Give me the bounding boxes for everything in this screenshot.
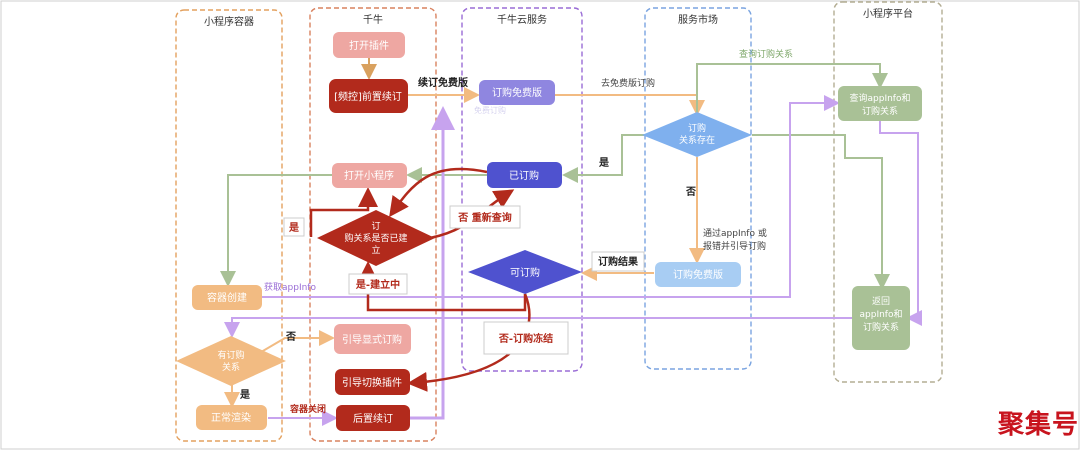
lane-market	[644, 7, 752, 370]
edge-established-yes	[309, 187, 378, 237]
edge-exists-yes	[562, 134, 645, 183]
label-yes-container: 是	[239, 389, 250, 401]
node-free-order-ghost: 免费订购	[474, 105, 506, 115]
edge-exists-return	[752, 134, 890, 290]
lane-market-title: 服务市场	[678, 13, 718, 26]
node-order-established-line2: 购关系是否已建	[344, 232, 407, 244]
label-yes-left: 是	[288, 222, 299, 234]
label-frozen-box	[483, 321, 569, 355]
label-no-market: 否	[685, 186, 696, 198]
label-no-requery-box	[449, 205, 521, 229]
node-open-miniapp	[332, 163, 407, 188]
label-establishing-box	[348, 273, 408, 295]
node-orderable-text: 可订购	[510, 266, 540, 279]
node-order-established-line3: 立	[371, 244, 380, 256]
node-free-order-market-text: 订购免费版	[673, 268, 723, 281]
watermark-logo: 聚集号	[998, 410, 1080, 440]
node-post-renew-text: 后置续订	[353, 412, 393, 425]
lane-platform-title: 小程序平台	[863, 7, 913, 20]
node-query-relation-line2: 订购关系	[862, 105, 898, 117]
label-no-frozen: 否-订购冻结	[498, 332, 553, 345]
label-no-requery: 否 重新查询	[457, 211, 511, 224]
edge-subscribed-established	[389, 167, 488, 218]
node-return-relation	[852, 286, 910, 350]
label-yes-1: 是	[598, 157, 609, 169]
node-return-relation-line2: appInfo和	[860, 309, 903, 320]
label-order-result: 订购结果	[598, 255, 639, 268]
lane-container-title: 小程序容器	[204, 15, 254, 28]
node-free-order-text: 订购免费版	[492, 86, 542, 99]
node-subscribed-text: 已订购	[509, 169, 539, 182]
label-no-container: 否	[285, 331, 296, 343]
label-via-appinfo-2: 报错并引导订购	[703, 240, 766, 252]
node-container-create	[192, 285, 262, 310]
label-query-relation: 查询订购关系	[739, 48, 793, 60]
lane-qianniu-title: 千牛	[363, 13, 383, 26]
edge-query-return	[879, 121, 922, 326]
node-open-plugin	[333, 32, 405, 58]
node-free-order-market	[655, 262, 741, 287]
node-query-relation-line1: 查询appInfo和	[850, 92, 911, 104]
lane-cloud	[461, 7, 583, 372]
label-order-result-box	[591, 251, 645, 272]
node-guide-explicit	[334, 324, 411, 354]
label-yes-left-box	[283, 217, 305, 237]
node-order-established	[317, 210, 435, 266]
node-normal-render	[196, 405, 267, 430]
node-guide-explicit-text: 引导显式订购	[342, 333, 402, 346]
node-pre-renew-text: [频控]前置续订	[334, 90, 402, 103]
lane-container	[175, 9, 283, 442]
node-has-order-line1: 有订购	[217, 349, 244, 361]
node-order-exists	[642, 112, 752, 157]
node-order-exists-line2: 关系存在	[679, 134, 715, 146]
node-open-plugin-text: 打开插件	[349, 39, 389, 52]
node-subscribed	[487, 162, 562, 188]
node-has-order-line2: 关系	[222, 361, 240, 373]
label-renew-free: 续订免费版	[418, 76, 468, 89]
node-free-order	[479, 80, 555, 105]
edge-free-to-exists	[555, 94, 705, 116]
node-order-established-line1: 订	[371, 221, 380, 232]
node-post-renew	[336, 405, 410, 431]
label-container-close: 容器关闭	[289, 403, 326, 415]
edge-return-has-order	[224, 317, 852, 338]
node-query-relation	[838, 86, 922, 121]
node-return-relation-line3: 订购关系	[863, 321, 899, 333]
label-yes-establishing: 是-建立中	[355, 278, 400, 291]
node-container-create-text: 容器创建	[207, 291, 247, 304]
node-orderable	[468, 250, 582, 294]
node-order-exists-line1: 订购	[688, 122, 706, 134]
edge-has-order-no	[255, 330, 335, 356]
node-pre-renew	[329, 79, 408, 113]
node-has-order	[176, 336, 286, 386]
label-get-appinfo: 获取appInfo	[264, 282, 316, 293]
node-normal-render-text: 正常渲染	[211, 411, 251, 424]
node-open-miniapp-text: 打开小程序	[344, 169, 394, 182]
node-guide-switch	[335, 369, 410, 395]
label-go-free-order: 去免费版订购	[601, 77, 655, 89]
node-guide-switch-text: 引导切换插件	[342, 376, 402, 389]
edge-open-container	[220, 174, 332, 287]
edge-query-relation	[696, 63, 888, 112]
label-via-appinfo-1: 通过appInfo 或	[703, 227, 767, 239]
edge-post-renew-up	[410, 106, 455, 420]
lane-cloud-title: 千牛云服务	[497, 13, 547, 26]
node-return-relation-line1: 返回	[872, 295, 890, 307]
